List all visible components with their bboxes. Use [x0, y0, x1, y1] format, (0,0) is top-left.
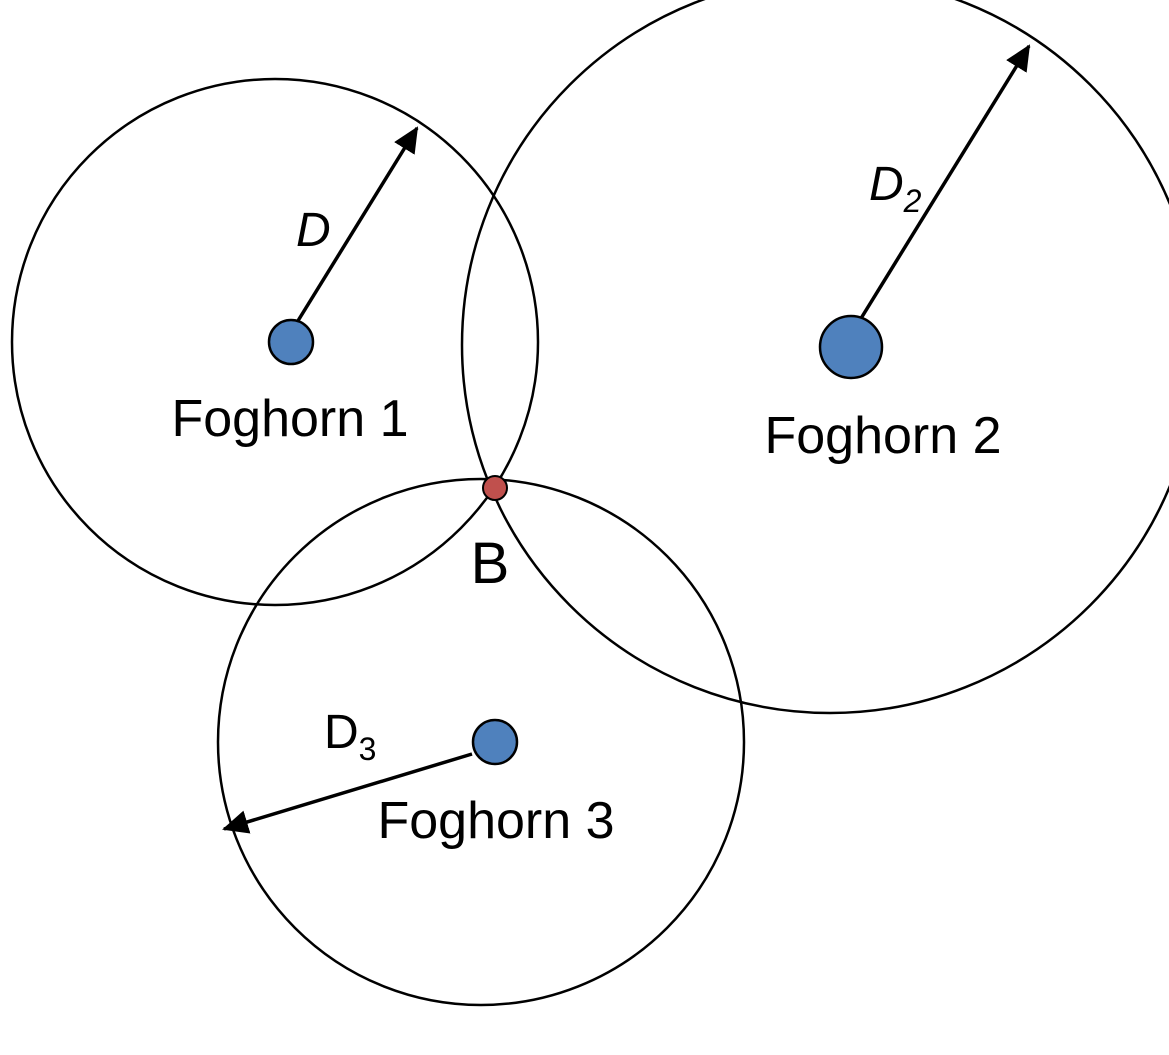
range-circle-2 [460, 0, 1169, 715]
distance-label-1: D [296, 204, 331, 257]
intersection-label: B [471, 531, 510, 596]
foghorn-3-label: Foghorn 3 [377, 792, 614, 850]
foghorn-1-label: Foghorn 1 [171, 390, 408, 448]
range-circle-1 [10, 77, 540, 607]
distance-arrow-3 [222, 752, 473, 834]
distance-label-3: D3 [324, 706, 376, 767]
distance-label-2: D2 [869, 158, 922, 219]
foghorn-2-marker [818, 314, 884, 380]
foghorn-2-label: Foghorn 2 [764, 407, 1001, 465]
distance-label-2-sub: 2 [903, 183, 922, 219]
distance-label-1-main: D [296, 204, 331, 257]
distance-label-2-main: D [869, 158, 904, 211]
intersection-point-marker [482, 475, 508, 501]
foghorn-1-marker [267, 318, 315, 366]
distance-label-3-main: D [324, 706, 359, 759]
range-circle-3 [216, 477, 746, 1007]
foghorn-3-marker [471, 718, 519, 766]
distance-arrow-1 [294, 126, 419, 325]
distance-label-3-sub: 3 [359, 731, 377, 767]
distance-arrow-2 [858, 44, 1031, 321]
